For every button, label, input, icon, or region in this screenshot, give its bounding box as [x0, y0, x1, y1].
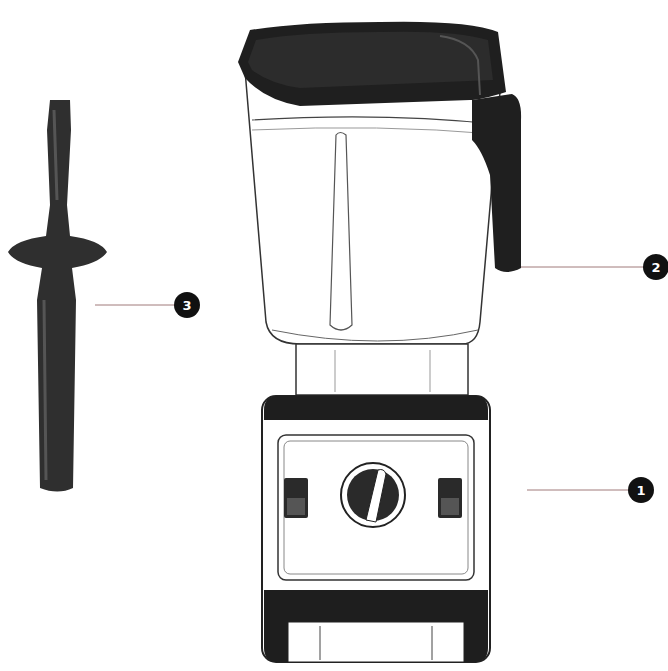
control-panel-inset [284, 441, 468, 574]
vent-line [432, 626, 433, 660]
callout-text: 2 [651, 261, 660, 274]
toggle-switch [441, 498, 459, 515]
jar-bottom-line [272, 330, 478, 341]
knob-pointer [366, 470, 386, 523]
neck-line [335, 350, 336, 392]
lid [238, 22, 506, 106]
jar-rim-line [252, 117, 495, 124]
leader-line [521, 267, 644, 268]
speed-dial [341, 463, 405, 527]
base-top-band [264, 396, 488, 420]
neck-line [430, 350, 431, 392]
motor-base [262, 396, 490, 662]
jar-rim-line [252, 128, 494, 134]
control-panel [278, 435, 474, 580]
callout-number: 3 [174, 292, 200, 318]
base-bottom [264, 590, 488, 662]
callout-number: 1 [628, 477, 654, 503]
tamper [8, 100, 107, 492]
callout-number: 2 [643, 254, 668, 280]
jar-rib [330, 133, 352, 331]
leader-line [527, 490, 628, 491]
tamper-highlight [44, 110, 57, 480]
toggle-switch [438, 478, 462, 518]
callout-text: 1 [636, 484, 645, 497]
callout-text: 3 [182, 299, 191, 312]
container-jar [245, 70, 500, 344]
toggle-switch [287, 498, 305, 515]
speed-knob [347, 469, 399, 521]
toggle-switch [284, 478, 308, 518]
vent-line [320, 626, 321, 660]
jar-handle [472, 94, 521, 272]
leader-line [95, 305, 174, 306]
container-neck [296, 344, 468, 395]
lid-plug [440, 36, 480, 95]
base-vent [288, 622, 464, 662]
